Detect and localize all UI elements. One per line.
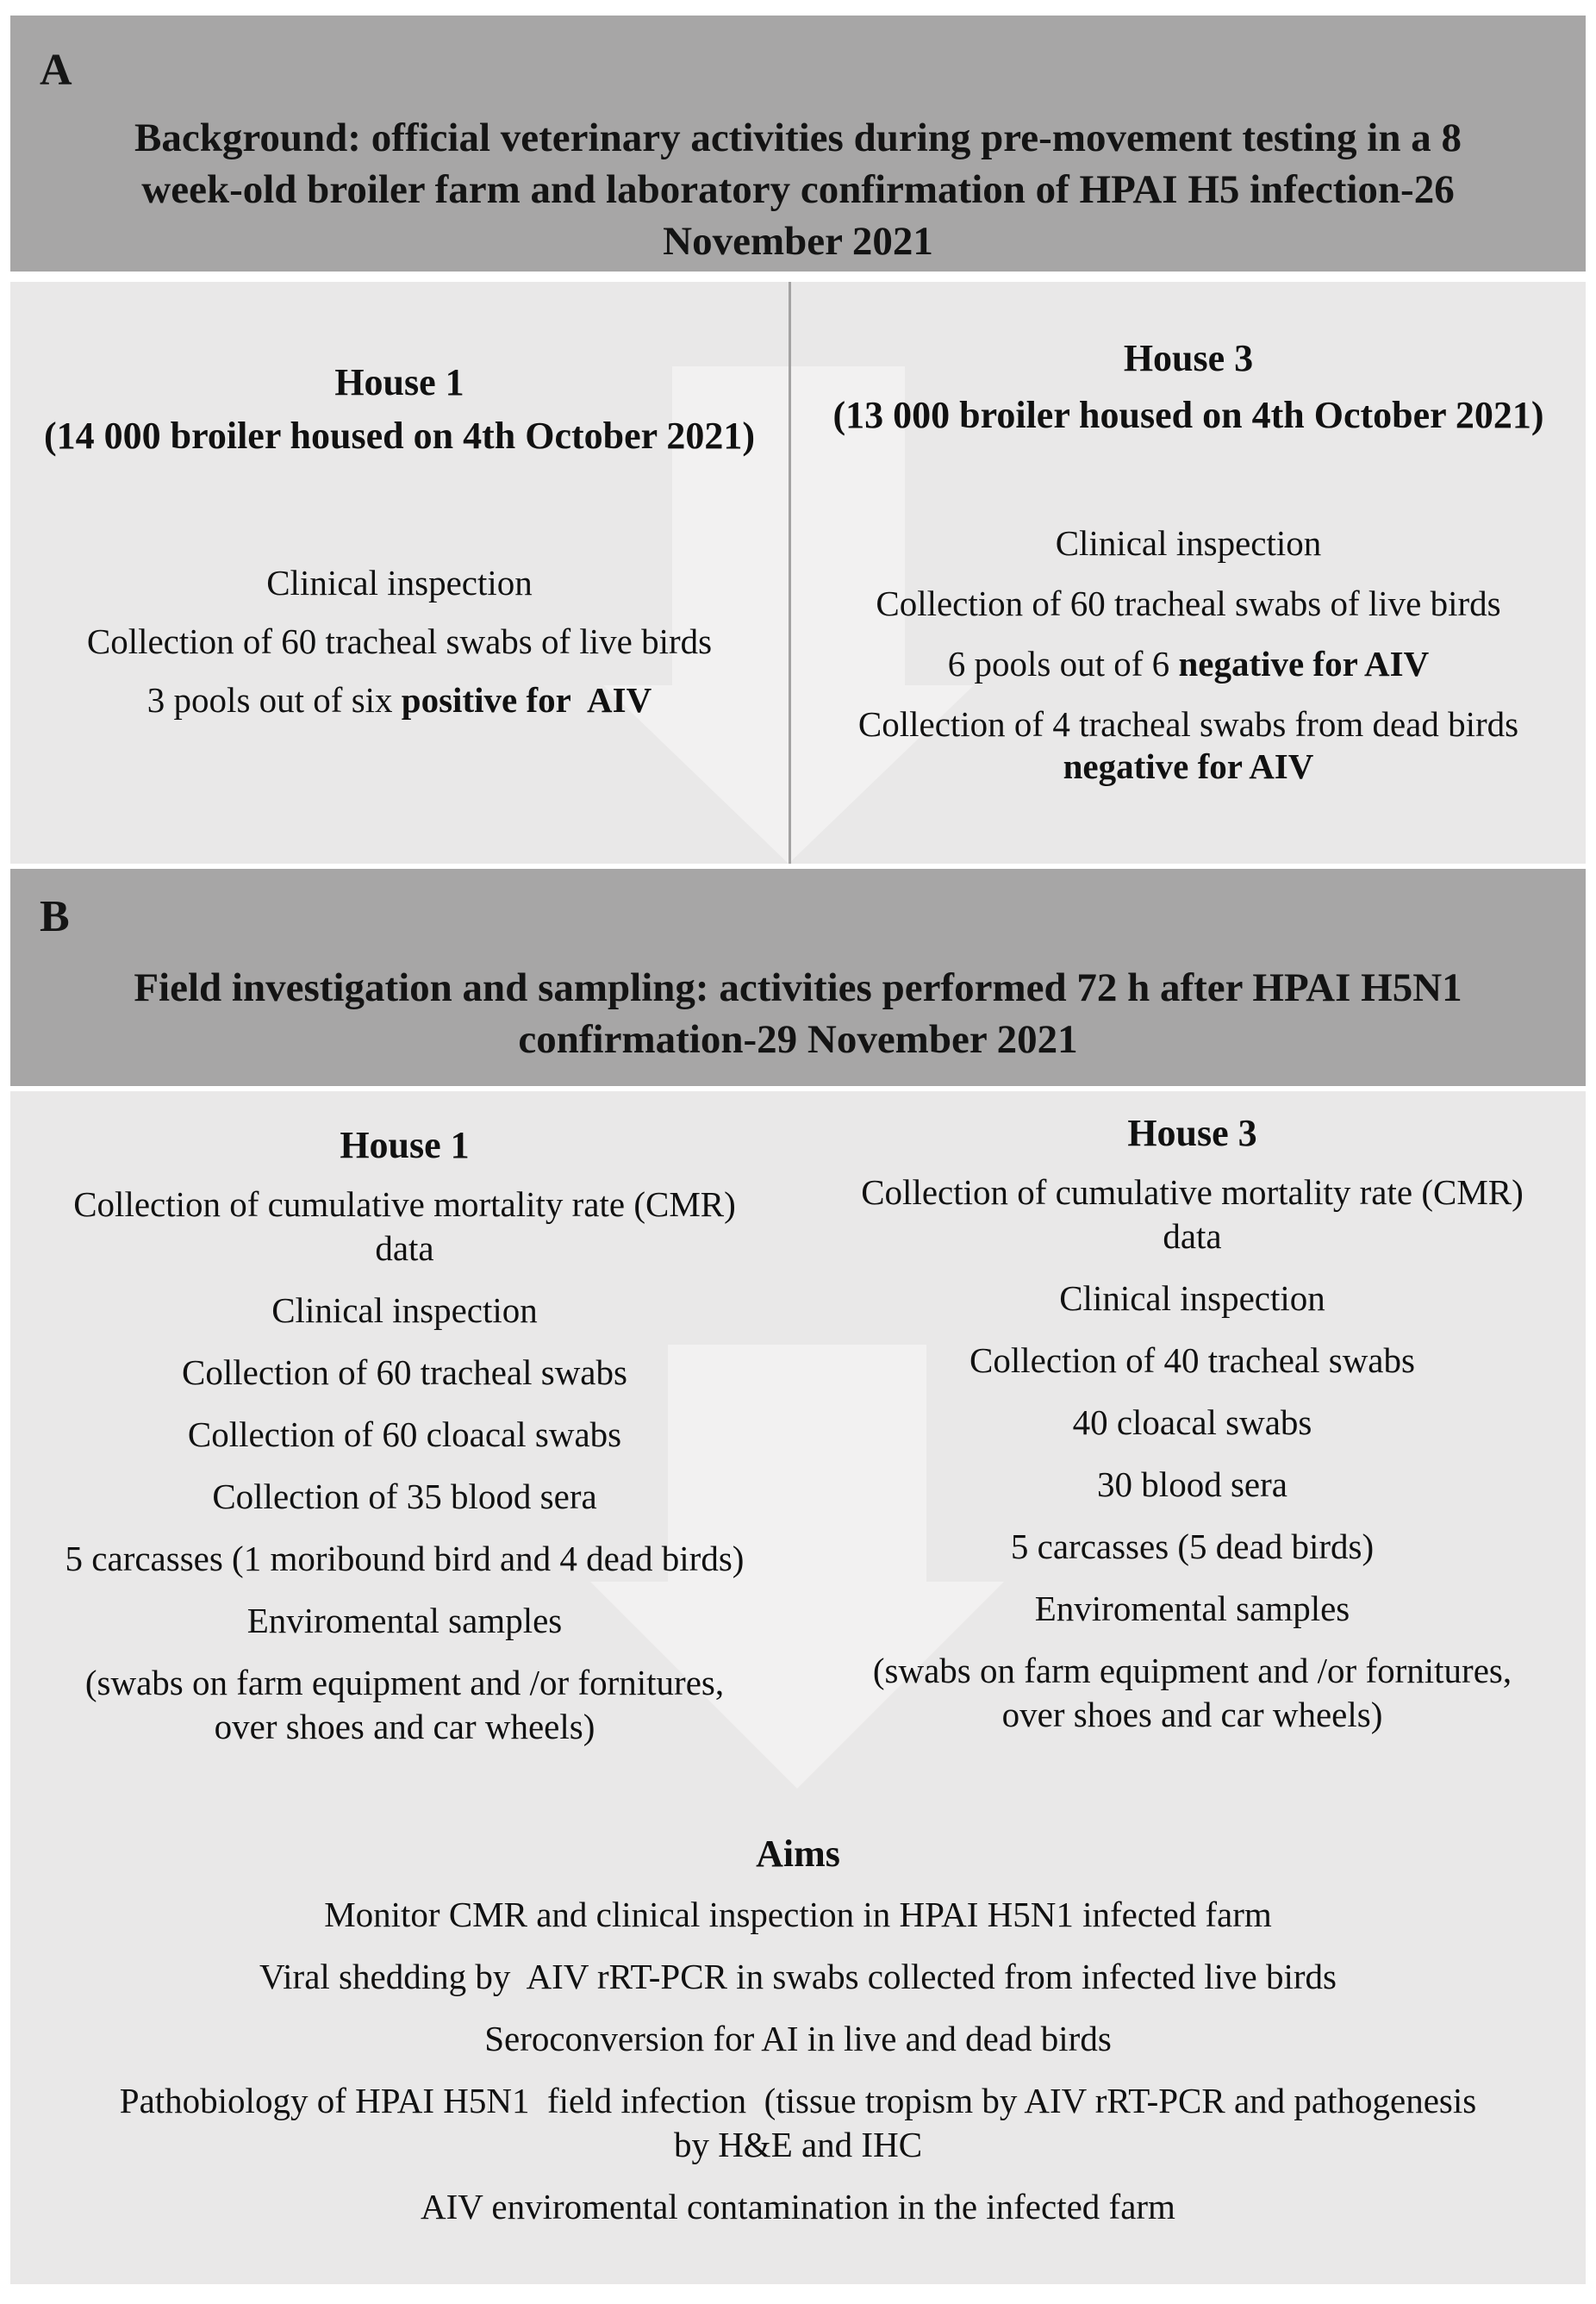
b-house1-env-detail-line2: over shoes and car wheels) [214, 1707, 595, 1746]
aims-section: Aims Monitor CMR and clinical inspection… [10, 1833, 1586, 2247]
panel-b-label: B [40, 892, 70, 941]
house3-tracheal-swabs: Collection of 60 tracheal swabs of live … [876, 584, 1501, 623]
b-house3-env-detail-line1: (swabs on farm equipment and /or fornitu… [872, 1651, 1512, 1690]
house1-pools-result-bold: positive for AIV [401, 680, 652, 720]
panel-a-title-line-3: November 2021 [663, 219, 933, 264]
house3-dead-birds-swabs: Collection of 4 tracheal swabs from dead… [857, 704, 1519, 744]
column-divider-line [789, 282, 791, 864]
b-house3-environmental-samples: Enviromental samples [1034, 1589, 1350, 1628]
b-house1-clinical-inspection: Clinical inspection [271, 1290, 538, 1330]
aim-environmental-contamination: AIV enviromental contamination in the in… [421, 2187, 1175, 2226]
b-house1-env-detail-line1: (swabs on farm equipment and /or fornitu… [84, 1663, 725, 1702]
panel-b-house3-column: House 3 Collection of cumulative mortali… [799, 1091, 1586, 2284]
aims-heading: Aims [756, 1833, 840, 1875]
panel-a-title: Background: official veterinary activiti… [10, 112, 1586, 267]
house3-clinical-inspection: Clinical inspection [1055, 523, 1322, 563]
b-house3-cloacal-swabs: 40 cloacal swabs [1072, 1402, 1312, 1442]
aim-pathobiology-line2: by H&E and IHC [673, 2125, 923, 2164]
panel-b-title-line-2: confirmation-29 November 2021 [518, 1017, 1078, 1062]
panel-a-label: A [40, 46, 72, 95]
aim-seroconversion: Seroconversion for AI in live and dead b… [484, 2019, 1112, 2058]
b-house1-cloacal-swabs: Collection of 60 cloacal swabs [187, 1414, 622, 1454]
panel-b-house1-heading: House 1 [340, 1124, 470, 1166]
panel-a-title-line-2: week-old broiler farm and laboratory con… [141, 167, 1455, 212]
house1-clinical-inspection: Clinical inspection [266, 563, 533, 603]
b-house3-env-detail-line2: over shoes and car wheels) [1001, 1695, 1383, 1734]
aim-viral-shedding: Viral shedding by AIV rRT-PCR in swabs c… [259, 1957, 1337, 1996]
b-house1-blood-sera: Collection of 35 blood sera [212, 1477, 597, 1516]
b-house3-cmr-line2: data [1163, 1216, 1222, 1256]
b-house1-tracheal-swabs: Collection of 60 tracheal swabs [182, 1352, 627, 1392]
panel-b-header: B Field investigation and sampling: acti… [10, 869, 1586, 1086]
b-house3-tracheal-swabs: Collection of 40 tracheal swabs [969, 1340, 1415, 1380]
house3-heading: House 3 [1123, 337, 1254, 379]
aim-monitor-cmr: Monitor CMR and clinical inspection in H… [324, 1895, 1272, 1934]
panel-a-title-line-1: Background: official veterinary activiti… [134, 116, 1462, 160]
panel-a-house1-column: House 1 (14 000 broiler housed on 4th Oc… [10, 282, 789, 864]
house3-pools-result: 6 pools out of 6 negative for AIV [791, 642, 1586, 685]
panel-b-house3-heading: House 3 [1127, 1112, 1257, 1154]
house1-tracheal-swabs: Collection of 60 tracheal swabs of live … [86, 621, 713, 661]
b-house1-carcasses: 5 carcasses (1 moribound bird and 4 dead… [65, 1539, 745, 1578]
panel-a-header: A Background: official veterinary activi… [10, 16, 1586, 272]
aim-pathobiology-line1: Pathobiology of HPAI H5N1 field infectio… [119, 2081, 1477, 2120]
panel-b-title-line-1: Field investigation and sampling: activi… [134, 965, 1462, 1010]
b-house1-cmr-line2: data [375, 1228, 434, 1268]
house3-subheading: (13 000 broiler housed on 4th October 20… [832, 394, 1544, 436]
panel-a-body: House 1 (14 000 broiler housed on 4th Oc… [10, 282, 1586, 864]
panel-b-body: House 1 Collection of cumulative mortali… [10, 1091, 1586, 2284]
b-house3-carcasses: 5 carcasses (5 dead birds) [1010, 1527, 1375, 1566]
b-house3-blood-sera: 30 blood sera [1097, 1464, 1287, 1504]
b-house3-cmr-line1: Collection of cumulative mortality rate … [861, 1172, 1524, 1212]
b-house1-environmental-samples: Enviromental samples [246, 1601, 563, 1640]
house1-heading: House 1 [334, 361, 464, 403]
house3-pools-result-text: 6 pools out of 6 [947, 644, 1179, 684]
b-house3-clinical-inspection: Clinical inspection [1059, 1278, 1325, 1318]
house3-dead-birds-result-bold: negative for AIV [1063, 746, 1314, 786]
house3-pools-result-bold: negative for AIV [1178, 644, 1430, 684]
panel-b-title: Field investigation and sampling: activi… [10, 962, 1586, 1065]
house1-subheading: (14 000 broiler housed on 4th October 20… [43, 415, 756, 457]
house1-pools-result-text: 3 pools out of six [147, 680, 402, 720]
b-house1-cmr-line1: Collection of cumulative mortality rate … [73, 1184, 736, 1224]
house1-pools-result: 3 pools out of six positive for AIV [10, 678, 789, 721]
panel-a-house3-column: House 3 (13 000 broiler housed on 4th Oc… [791, 282, 1586, 864]
panel-b-house1-column: House 1 Collection of cumulative mortali… [10, 1091, 799, 2284]
